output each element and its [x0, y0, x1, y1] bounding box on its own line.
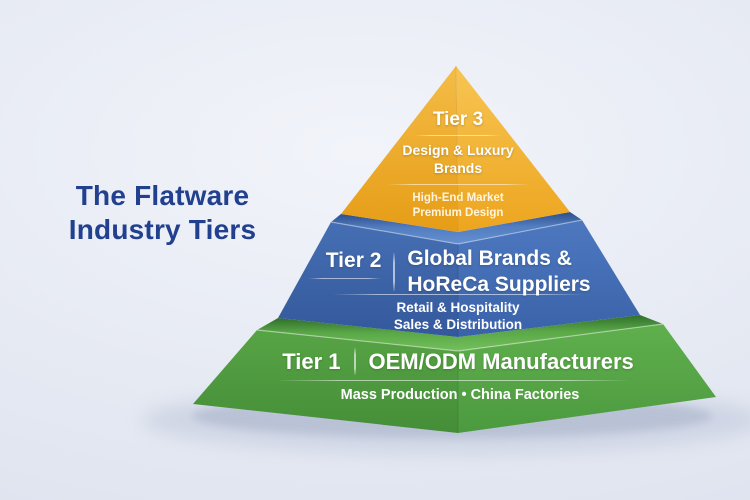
tier3-text-block: Tier 3 Design & Luxury Brands High-End M…	[343, 109, 573, 221]
tier2-sub-line2: Sales & Distribution	[393, 317, 523, 332]
tier1-divider	[276, 380, 630, 381]
tier2-text-row: Tier 2 Global Brands & HoReCa Suppliers	[295, 246, 605, 298]
tier2-separator-bar	[393, 253, 396, 291]
tier3-divider-bottom	[387, 184, 529, 185]
page-title-line1: The Flatware	[75, 180, 250, 211]
tier2-sub-block: Retail & Hospitality Sales & Distributio…	[333, 294, 583, 333]
tier1-label: Tier 1	[282, 348, 341, 374]
tier3-shape	[341, 65, 570, 233]
tier2-name: Global Brands & HoReCa Suppliers	[407, 246, 590, 298]
tier2-shape	[278, 212, 640, 337]
tier2-sub-line1: Retail & Hospitality	[396, 300, 520, 315]
tier3-name-line1: Design & Luxury	[402, 142, 514, 158]
page-title: The Flatware Industry Tiers	[55, 179, 270, 247]
tier3-sub-line1: High-End Market	[412, 192, 504, 204]
page-title-line2: Industry Tiers	[68, 214, 257, 245]
tier1-name: OEM/ODM Manufacturers	[368, 348, 634, 374]
tier1-subtitle: Mass Production • China Factories	[340, 387, 580, 403]
tier3-divider-top	[415, 135, 501, 136]
tier1-separator-bar	[353, 348, 356, 375]
tier2-label-underline	[309, 278, 382, 279]
tier2-sub-divider	[333, 294, 583, 295]
tier3-label: Tier 3	[432, 109, 484, 130]
tier2-label: Tier 2	[325, 249, 382, 272]
tier1-shape	[193, 315, 716, 433]
tier2-name-line2: HoReCa Suppliers	[407, 273, 591, 296]
tier1-text-row: Tier 1 OEM/ODM Manufacturers	[258, 348, 658, 375]
tier3-sub-line2: Premium Design	[412, 207, 504, 219]
tier3-name-line2: Brands	[433, 160, 483, 176]
tier2-label-wrap: Tier 2	[309, 246, 382, 298]
tier2-name-line1: Global Brands &	[407, 247, 572, 270]
